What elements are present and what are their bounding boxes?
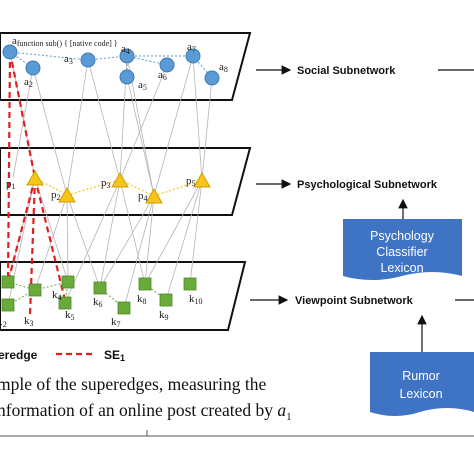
legend-superedge-label: eredge bbox=[0, 348, 38, 362]
node-v10 bbox=[183, 277, 197, 291]
label-p4: p4 bbox=[138, 190, 148, 203]
rumor-box-line2: Lexicon bbox=[399, 387, 442, 401]
label-a8: a8 bbox=[219, 61, 228, 74]
label-k10: k10 bbox=[189, 293, 203, 306]
inter-layer-edges bbox=[7, 51, 213, 309]
psych-box-line1: Psychology bbox=[370, 229, 435, 243]
label-a5: a5 bbox=[138, 79, 147, 92]
label-p3: p3 bbox=[101, 177, 111, 190]
node-v8 bbox=[138, 277, 152, 291]
node-p3 bbox=[111, 171, 129, 188]
label-a2: a2 bbox=[24, 76, 33, 89]
node-a1 bbox=[2, 44, 18, 60]
label-p2: p2 bbox=[51, 189, 61, 202]
label-a6: a6 bbox=[158, 69, 167, 82]
node-v4 bbox=[61, 275, 75, 289]
node-v2 bbox=[1, 298, 15, 312]
node-a6 bbox=[159, 57, 175, 73]
node-p5 bbox=[193, 171, 211, 188]
node-a4 bbox=[119, 48, 135, 64]
node-a2 bbox=[25, 60, 41, 76]
node-p4 bbox=[145, 187, 163, 204]
label-a7: a7 bbox=[187, 41, 196, 54]
label-p5: p5 bbox=[186, 175, 196, 188]
label-k3: k3 bbox=[24, 315, 34, 328]
label-k4: k4 bbox=[52, 289, 62, 302]
node-v7 bbox=[117, 301, 131, 315]
label-a4: a4 bbox=[121, 43, 130, 56]
psychology-lexicon-box bbox=[343, 219, 462, 280]
label-k7: k7 bbox=[111, 316, 121, 329]
psych-box-line2: Classifier bbox=[376, 245, 427, 259]
viewpoint-subnetwork-label: Viewpoint Subnetwork bbox=[295, 295, 414, 307]
label-p1: p1 bbox=[6, 178, 16, 191]
label-k2: .2 bbox=[0, 316, 7, 329]
label-a1: afunction sub() { [native code] } bbox=[12, 35, 118, 48]
social-subnetwork-label: Social Subnetwork bbox=[297, 65, 396, 77]
node-a7 bbox=[185, 48, 201, 64]
legend-se1-label: SE1 bbox=[104, 348, 125, 363]
node-a3 bbox=[80, 52, 96, 68]
node-v3 bbox=[28, 283, 42, 297]
social-nodes bbox=[2, 44, 220, 86]
rumor-lexicon-box bbox=[370, 352, 474, 416]
label-k5: k5 bbox=[65, 309, 75, 322]
label-k8: k8 bbox=[137, 293, 147, 306]
node-a5 bbox=[119, 69, 135, 85]
label-k6: k6 bbox=[93, 296, 103, 309]
node-p2 bbox=[58, 186, 76, 203]
label-k9: k9 bbox=[159, 309, 169, 322]
node-v6 bbox=[93, 281, 107, 295]
caption-line2: nformation of an online post created by … bbox=[0, 400, 292, 423]
node-a8 bbox=[204, 70, 220, 86]
rumor-box-line1: Rumor bbox=[402, 369, 440, 383]
viewpoint-nodes bbox=[1, 275, 197, 315]
psych-box-line3: Lexicon bbox=[380, 261, 423, 275]
node-p1 bbox=[26, 169, 44, 186]
social-layer-plane bbox=[0, 32, 252, 101]
psych-subnetwork-label: Psychological Subnetwork bbox=[297, 179, 438, 191]
node-v9 bbox=[159, 293, 173, 307]
node-v1 bbox=[1, 275, 15, 289]
label-a3: a3 bbox=[64, 53, 73, 66]
node-v5 bbox=[58, 296, 72, 310]
caption-line1: mple of the superedges, measuring the bbox=[0, 374, 266, 394]
psych-nodes bbox=[26, 169, 211, 204]
psych-edges bbox=[34, 177, 203, 197]
